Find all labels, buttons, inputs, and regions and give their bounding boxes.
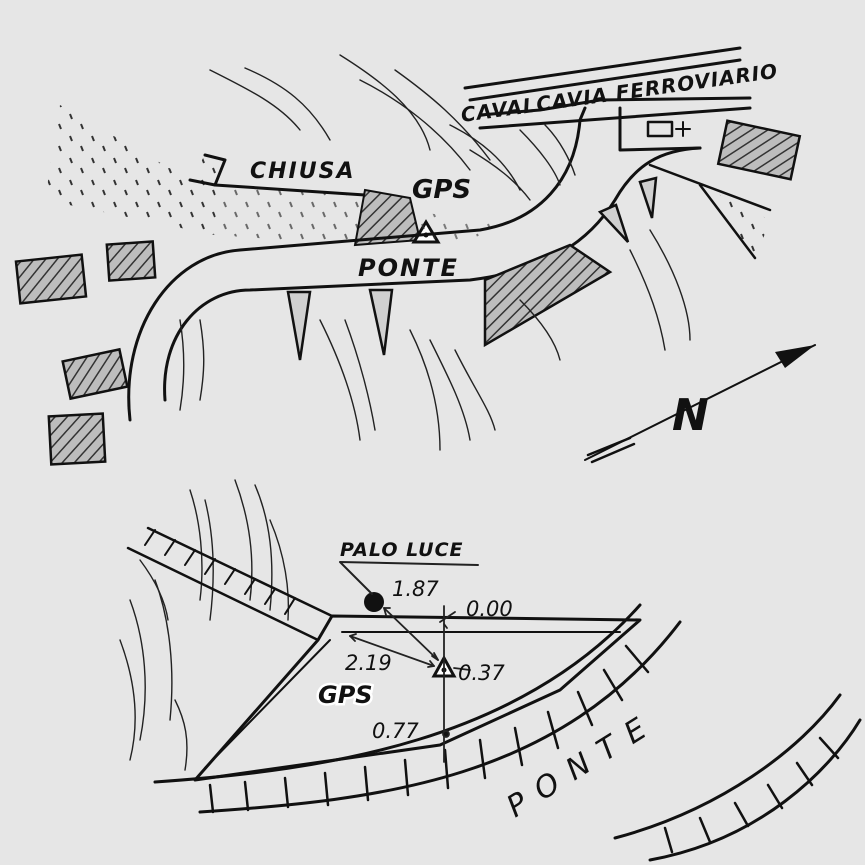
plaza-outline [193,614,642,782]
detail-bridge-deck [153,603,682,814]
gps-label-detail: GPS [318,681,373,709]
gps-label-top: GPS [412,175,471,205]
railway-line-1 [463,46,742,90]
detail-map: PALO LUCE 1.87 0.00 2.19 0.37 0.77 GPS P… [119,479,862,862]
distance-left: 2.19 [345,651,392,675]
small-building-icon [646,120,674,138]
pier-3 [597,203,630,243]
road-edge-upper [127,106,587,422]
building-1 [14,253,88,305]
river-flow-strokes [179,54,691,451]
detail-footbridge [126,526,334,642]
embankment-right [483,243,613,348]
light-pole-icon [364,592,384,612]
embankment-left [45,105,225,235]
measurement-lines [349,605,471,763]
pole-label: PALO LUCE [340,539,464,561]
bridge-label-top: PONTE [358,254,459,282]
pier-4 [638,176,658,219]
detail-bridge-arc-2 [613,693,862,862]
bridge-label-detail: PONTE [501,704,665,825]
building-3 [61,347,129,401]
railway-line-2 [468,58,742,102]
distance-top: 0.00 [466,597,513,621]
building-2 [105,240,157,282]
distance-right: 0.37 [458,661,505,685]
north-label: N [672,390,709,441]
distance-pole: 1.87 [392,577,439,601]
north-arrow-icon: N [584,344,816,464]
pier-2 [368,288,394,356]
distance-bottom: 0.77 [372,719,419,743]
detail-river-strokes [119,479,290,771]
overview-map: N CHIUSA GPS PONTE CAVALCAVIA FERROVIARI… [14,46,816,466]
building-5 [716,119,802,181]
weir-bank [215,185,365,245]
weir-label: CHIUSA [250,159,355,184]
pier-1 [286,290,312,361]
building-4 [47,412,107,466]
